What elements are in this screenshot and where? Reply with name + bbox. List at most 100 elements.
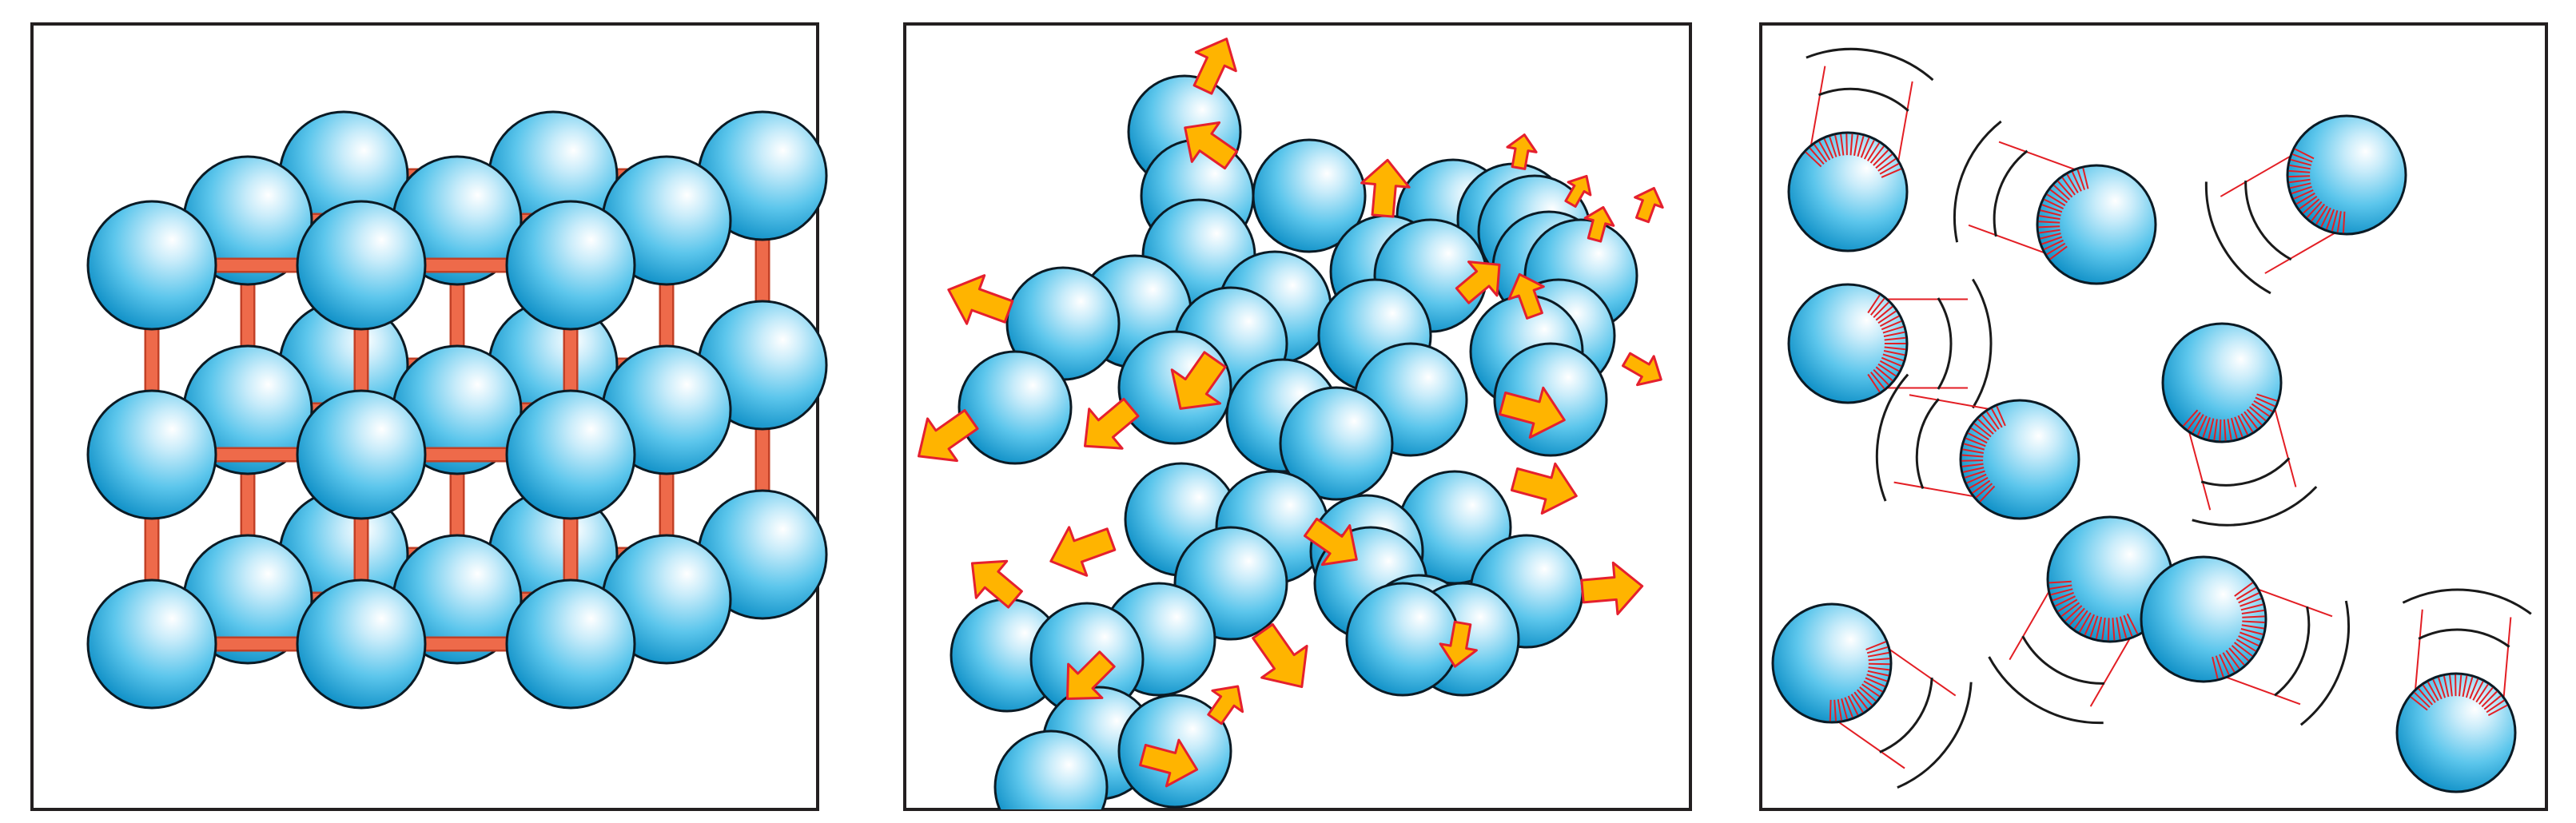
hatch-line (2449, 674, 2453, 697)
hatch-line (2475, 683, 2489, 703)
gas-panel (1759, 22, 2548, 811)
hatch-line (2049, 189, 2068, 204)
hatch-line (2472, 681, 2484, 701)
particle-sphere-icon (2140, 555, 2267, 683)
hatch-line (2196, 415, 2208, 436)
motion-arrow-icon (1360, 158, 1411, 218)
motion-arrow-icon (1139, 738, 1199, 788)
motion-arrow-icon (1634, 187, 1664, 224)
liquid-panel (903, 22, 1692, 811)
hatch-line (2089, 615, 2099, 638)
motion-arrow-icon (1498, 386, 1566, 439)
hatch-line (2253, 400, 2273, 412)
hatch-shading (2182, 393, 2278, 441)
hatch-line (1966, 473, 1987, 484)
hatch-line (2240, 628, 2263, 635)
hatch-line (2336, 211, 2342, 233)
motion-arc (1972, 278, 1993, 409)
hatch-line (2438, 677, 2447, 698)
hatch-line (1970, 427, 1989, 441)
hatch-line (2422, 684, 2436, 703)
hatch-line (2054, 595, 2076, 607)
hatch-line (1834, 135, 1841, 157)
hatch-line (2290, 182, 2311, 189)
hatch-line (2215, 655, 2224, 678)
hatch-line (1857, 135, 1865, 157)
hatch-line (1972, 479, 1991, 494)
hatch-line (1883, 331, 1905, 337)
hatch-line (2202, 417, 2211, 438)
hatch-line (2236, 586, 2257, 600)
particle-sphere-icon (86, 578, 217, 710)
hatch-line (1963, 443, 1985, 451)
hatch-line (2044, 198, 2064, 210)
hatch-line (2242, 615, 2265, 618)
particle-sphere-icon (505, 389, 636, 520)
hatch-line (1867, 294, 1881, 314)
hatch-line (2462, 675, 2468, 698)
motion-arrow-icon (970, 559, 1023, 609)
hatch-line (2237, 415, 2249, 435)
hatch-line (1850, 694, 1864, 713)
motion-arrow-icon (1184, 121, 1238, 170)
hatch-line (1868, 658, 1890, 662)
hatch-line (2107, 618, 2110, 641)
hatch-line (1873, 368, 1889, 386)
hatch-line (2048, 580, 2072, 584)
hatch-line (2302, 198, 2320, 214)
hatch-line (2225, 650, 2240, 670)
motion-trail (1875, 373, 2028, 504)
hatch-line (2432, 679, 2443, 700)
motion-arc (2192, 486, 2318, 527)
hatch-line (2066, 173, 2079, 193)
hatch-line (2222, 652, 2236, 673)
hatch-line (2469, 678, 2479, 699)
hatch-line (1964, 470, 1985, 479)
hatch-line (1881, 168, 1901, 178)
hatch-line (2240, 598, 2262, 607)
hatch-line (2414, 691, 2431, 708)
motion-arc (2402, 588, 2532, 615)
hatch-line (2483, 695, 2502, 710)
hatch-line (1844, 697, 1853, 718)
hatch-line (2212, 656, 2219, 679)
hatch-line (1814, 144, 1828, 163)
hatch-line (1962, 448, 1984, 454)
hatch-line (1853, 691, 1869, 710)
hatch-line (1879, 315, 1900, 328)
hatch-line (1837, 699, 1843, 721)
hatch-line (2123, 614, 2133, 637)
motion-arc (1806, 47, 1934, 82)
hatch-line (1877, 310, 1897, 324)
hatch-line (1867, 670, 1889, 677)
hatch-line (1875, 153, 1893, 169)
particle-sphere-icon (505, 200, 636, 331)
hatch-line (1860, 137, 1870, 158)
hatch-line (1863, 680, 1883, 693)
hatch-line (2255, 396, 2275, 408)
motion-arrow-icon (1084, 397, 1140, 450)
motion-arrow-icon (918, 409, 979, 463)
motion-arc (2299, 600, 2350, 726)
hatch-line (1879, 360, 1900, 372)
hatch-shading (1867, 294, 1906, 393)
hatch-line (1963, 467, 1985, 473)
hatch-line (1881, 320, 1902, 331)
hatch-line (2038, 225, 2060, 229)
particle-sphere-icon (1959, 399, 2080, 520)
hatch-line (1881, 356, 1902, 367)
hatch-shading (1829, 641, 1890, 722)
hatch-line (2236, 638, 2256, 652)
hatch-line (1985, 411, 2000, 430)
particle-sphere-icon (2036, 164, 2157, 285)
lattice-layer (144, 155, 732, 665)
motion-arrow-icon (1049, 526, 1117, 577)
hatch-line (1961, 459, 1984, 462)
hatch-line (2076, 169, 2086, 190)
hatch-line (2219, 654, 2230, 675)
motion-arrow-icon (1506, 133, 1538, 170)
hatch-line (1853, 134, 1859, 156)
hatch-line (1859, 686, 1877, 702)
hatch-line (2231, 645, 2249, 662)
